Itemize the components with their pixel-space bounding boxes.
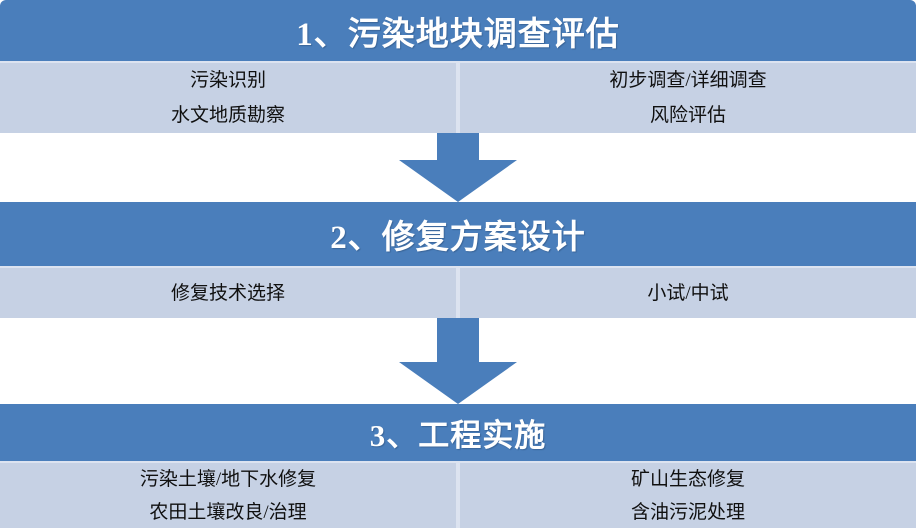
stage-1-right-item-2: 风险评估 [649,105,726,126]
stage-3-right-item-2: 含油污泥处理 [630,501,745,523]
connector-arrow-2 [399,318,517,404]
stage-3-column-left: 污染土壤/地下水修复 农田土壤改良/治理 [0,463,456,528]
stage-2-column-left: 修复技术选择 [0,268,456,318]
stage-3-body: 污染土壤/地下水修复 农田土壤改良/治理 矿山生态修复 含油污泥处理 [0,461,916,528]
stage-3-left-item-2: 农田土壤改良/治理 [149,501,307,523]
stage-2-left-item-1: 修复技术选择 [170,282,285,304]
stage-2-column-right: 小试/中试 [460,268,916,318]
stage-3-column-right: 矿山生态修复 含油污泥处理 [460,463,916,528]
stage-1-body: 污染识别 水文地质勘察 初步调查/详细调查 风险评估 [0,61,916,133]
connector-arrow-1 [399,133,517,202]
down-arrow-icon [399,318,517,404]
stage-2-title: 2、修复方案设计 [0,202,916,266]
stage-1-left-item-1: 污染识别 [189,70,266,91]
stage-3: 3、工程实施 污染土壤/地下水修复 农田土壤改良/治理 矿山生态修复 含油污泥处… [0,404,916,528]
stage-1-column-left: 污染识别 水文地质勘察 [0,63,456,133]
stage-2-right-item-1: 小试/中试 [647,282,729,304]
stage-1-column-right: 初步调查/详细调查 风险评估 [460,63,916,133]
stage-1-right-item-1: 初步调查/详细调查 [609,70,767,91]
stage-1: 1、污染地块调查评估 污染识别 水文地质勘察 初步调查/详细调查 风险评估 [0,0,916,133]
stage-1-left-item-2: 水文地质勘察 [170,105,285,126]
stage-2-body: 修复技术选择 小试/中试 [0,266,916,318]
stage-3-right-item-1: 矿山生态修复 [630,468,745,490]
stage-1-title: 1、污染地块调查评估 [0,0,916,61]
stage-3-title: 3、工程实施 [0,404,916,461]
stage-3-left-item-1: 污染土壤/地下水修复 [139,468,317,490]
down-arrow-icon [399,133,517,202]
stage-2: 2、修复方案设计 修复技术选择 小试/中试 [0,202,916,318]
